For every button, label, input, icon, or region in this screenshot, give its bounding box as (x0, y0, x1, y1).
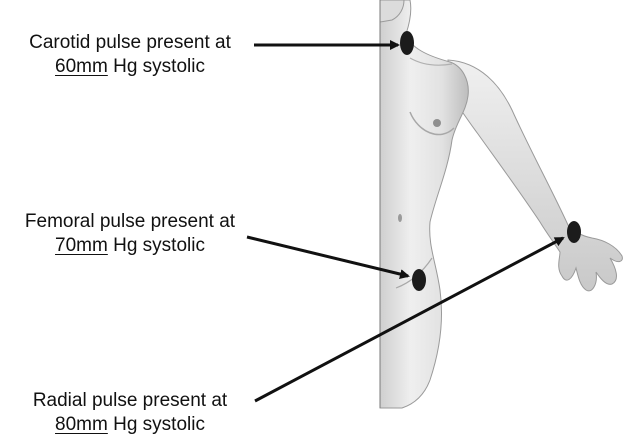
femoral-pressure-value: 70mm (55, 235, 108, 256)
radial-label: Radial pulse present at 80mm Hg systolic (22, 389, 238, 437)
carotid-label-line2: 60mm Hg systolic (12, 55, 248, 79)
carotid-pressure-value: 60mm (55, 56, 108, 77)
femoral-label-line2: 70mm Hg systolic (8, 234, 252, 258)
body-silhouette (380, 0, 622, 408)
nipple-mark (433, 119, 441, 127)
radial-pressure-unit: Hg systolic (108, 414, 205, 435)
carotid-label: Carotid pulse present at 60mm Hg systoli… (12, 31, 248, 79)
radial-pressure-value: 80mm (55, 414, 108, 435)
radial-label-line1: Radial pulse present at (22, 389, 238, 413)
femoral-pulse-marker (412, 269, 426, 291)
femoral-label-line1: Femoral pulse present at (8, 210, 252, 234)
radial-label-line2: 80mm Hg systolic (22, 413, 238, 437)
navel-mark (398, 214, 402, 222)
femoral-label: Femoral pulse present at 70mm Hg systoli… (8, 210, 252, 258)
femoral-pressure-unit: Hg systolic (108, 235, 205, 256)
radial-pulse-marker (567, 221, 581, 243)
carotid-label-line1: Carotid pulse present at (12, 31, 248, 55)
arm-shape (448, 60, 622, 291)
carotid-pulse-marker (400, 31, 414, 55)
carotid-pressure-unit: Hg systolic (108, 56, 205, 77)
